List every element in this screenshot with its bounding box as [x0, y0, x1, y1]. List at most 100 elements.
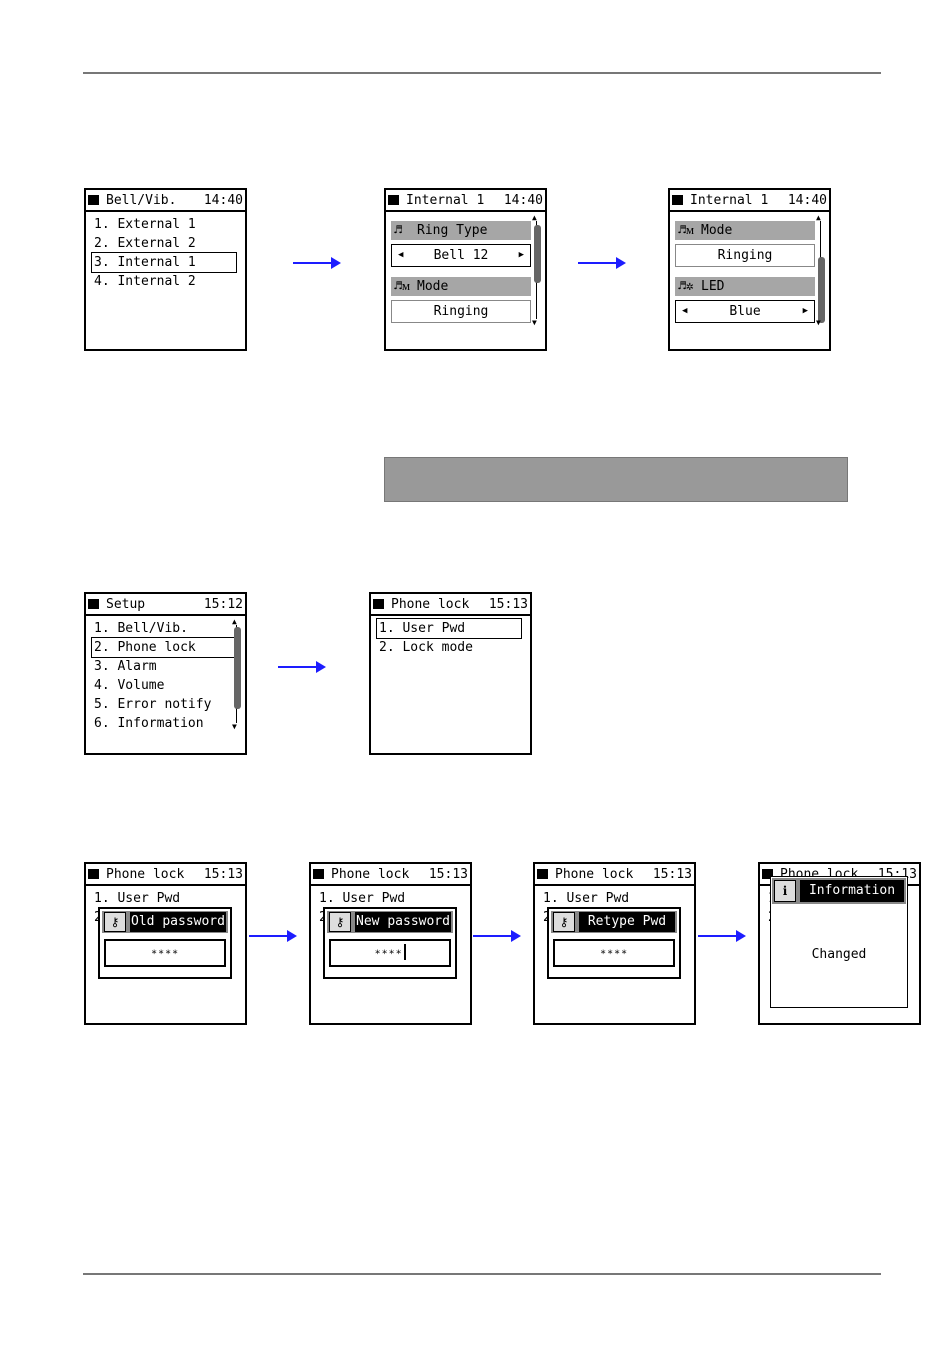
screen-title: Internal 1 [406, 193, 485, 208]
arrow-line [473, 935, 513, 937]
left-arrow-icon[interactable]: ◀ [398, 250, 404, 260]
phone-lock-screen: Phone lock 15:13 1. User Pwd 2. Lock mod… [369, 592, 532, 755]
title-marker-icon [313, 869, 324, 879]
bell-vib-screen: Bell/Vib. 14:40 1. External 1 2. Externa… [84, 188, 247, 351]
password-mask: ∗∗∗∗ [374, 947, 403, 958]
clock: 14:40 [203, 193, 243, 208]
password-input[interactable]: ∗∗∗∗ [553, 939, 675, 967]
clock: 15:13 [428, 867, 468, 882]
menu-item-external-1[interactable]: 1. External 1 [94, 217, 196, 232]
menu-item-error-notify[interactable]: 5. Error notify [94, 697, 212, 712]
title-marker-icon [672, 195, 683, 205]
mode-value-box[interactable]: Ringing [391, 300, 531, 323]
note-box [384, 457, 848, 502]
password-input[interactable]: ∗∗∗∗ [104, 939, 226, 967]
clock: 14:40 [787, 193, 827, 208]
scroll-down-icon[interactable]: ▼ [232, 722, 237, 731]
menu-item-user-pwd[interactable]: 1. User Pwd [376, 618, 522, 639]
music-note-icon: ♬ [394, 223, 402, 238]
password-dialog: ⚷ Old password ∗∗∗∗ [98, 907, 232, 979]
scroll-thumb[interactable] [234, 627, 241, 709]
led-label: ♬✲ LED [675, 277, 815, 296]
menu-item-partial: 2 [317, 908, 405, 927]
menu-list: 1. User Pwd 2. Lock mode [376, 618, 522, 657]
menu-item-phone-lock[interactable]: 2. Phone lock [91, 637, 237, 658]
bottom-rule [83, 1273, 881, 1275]
scroll-up-icon[interactable]: ▲ [532, 213, 537, 222]
mode-value: Ringing [433, 304, 489, 319]
left-arrow-icon[interactable]: ◀ [682, 306, 688, 316]
clock: 15:13 [652, 867, 692, 882]
field-label-text: Mode [701, 223, 733, 238]
key-icon: ⚷ [329, 912, 351, 932]
internal-1-screen: Internal 1 14:40 ♬ Ring Type ◀ Bell 12 ▶… [384, 188, 547, 351]
scrollbar[interactable]: ▲ ▼ [532, 213, 541, 327]
menu-item-internal-2[interactable]: 4. Internal 2 [94, 274, 196, 289]
information-dialog: i Information Changed [770, 876, 908, 1008]
arrow-line [293, 262, 333, 264]
menu-item-volume[interactable]: 4. Volume [94, 678, 165, 693]
led-selector[interactable]: ◀ Blue ▶ [675, 300, 815, 323]
screen-title: Setup [106, 597, 146, 612]
menu-item-alarm[interactable]: 3. Alarm [94, 659, 157, 674]
mode-value-box[interactable]: Ringing [675, 244, 815, 267]
arrow-line [578, 262, 618, 264]
menu-item-internal-1[interactable]: 3. Internal 1 [91, 252, 237, 273]
title-bar: Phone lock 15:13 [371, 594, 530, 616]
scroll-down-icon[interactable]: ▼ [816, 318, 821, 327]
music-mode-icon: ♬ᴍ [678, 223, 695, 238]
scroll-thumb[interactable] [818, 257, 825, 323]
mode-label: ♬ᴍ Mode [391, 277, 531, 296]
arrow-head-icon [316, 661, 326, 673]
scrollbar[interactable]: ▲ ▼ [816, 213, 825, 327]
menu-item-external-2[interactable]: 2. External 2 [94, 236, 196, 251]
ring-type-selector[interactable]: ◀ Bell 12 ▶ [391, 244, 531, 267]
mode-label: ♬ᴍ Mode [675, 221, 815, 240]
retype-password-screen: Phone lock 15:13 1. User Pwd 2 ⚷ Retype … [533, 862, 696, 1025]
title-bar: Bell/Vib. 14:40 [86, 190, 245, 212]
information-screen: Phone lock 15:13 1 2 i Information Chang… [758, 862, 921, 1025]
title-bar: Internal 1 14:40 [386, 190, 545, 212]
arrow-head-icon [511, 930, 521, 942]
flow-arrow [698, 930, 746, 942]
scroll-up-icon[interactable]: ▲ [232, 617, 237, 626]
menu-item-lock-mode[interactable]: 2. Lock mode [379, 640, 473, 655]
title-marker-icon [88, 869, 99, 879]
title-bar: Phone lock 15:13 [311, 864, 470, 886]
arrow-line [278, 666, 318, 668]
field-label-text: LED [701, 279, 725, 294]
scroll-down-icon[interactable]: ▼ [532, 318, 537, 327]
menu-item-bell-vib[interactable]: 1. Bell/Vib. [94, 621, 188, 636]
right-arrow-icon[interactable]: ▶ [518, 250, 524, 260]
scroll-up-icon[interactable]: ▲ [816, 213, 821, 222]
music-led-icon: ♬✲ [678, 279, 694, 294]
title-marker-icon [88, 195, 99, 205]
key-icon: ⚷ [553, 912, 575, 932]
title-marker-icon [88, 599, 99, 609]
old-password-screen: Phone lock 15:13 1. User Pwd 2 ⚷ Old pas… [84, 862, 247, 1025]
music-mode-icon: ♬ᴍ [394, 279, 411, 294]
menu-item-user-pwd[interactable]: 1. User Pwd [319, 891, 406, 906]
menu-item-user-pwd[interactable]: 1. User Pwd [94, 891, 181, 906]
scrollbar[interactable]: ▲ ▼ [232, 617, 241, 731]
new-password-screen: Phone lock 15:13 1. User Pwd 2 ⚷ New pas… [309, 862, 472, 1025]
flow-arrow [473, 930, 521, 942]
menu-item-user-pwd[interactable]: 1. User Pwd [543, 891, 630, 906]
arrow-head-icon [287, 930, 297, 942]
menu-list: 1. User Pwd 2 [92, 889, 180, 927]
screen-title: Phone lock [106, 867, 185, 882]
arrow-head-icon [616, 257, 626, 269]
dialog-title: New password [355, 912, 451, 932]
menu-item-information[interactable]: 6. Information [94, 716, 204, 731]
top-rule [83, 72, 881, 74]
screen-title: Phone lock [391, 597, 470, 612]
password-input[interactable]: ∗∗∗∗ [329, 939, 451, 967]
dialog-header: ⚷ New password [327, 911, 453, 933]
led-value: Blue [729, 304, 761, 319]
dialog-header: i Information [772, 878, 906, 904]
info-message: Changed [811, 947, 867, 962]
clock: 15:13 [488, 597, 528, 612]
scroll-thumb[interactable] [534, 225, 541, 283]
right-arrow-icon[interactable]: ▶ [802, 306, 808, 316]
menu-list: 1. User Pwd 2 [541, 889, 629, 927]
